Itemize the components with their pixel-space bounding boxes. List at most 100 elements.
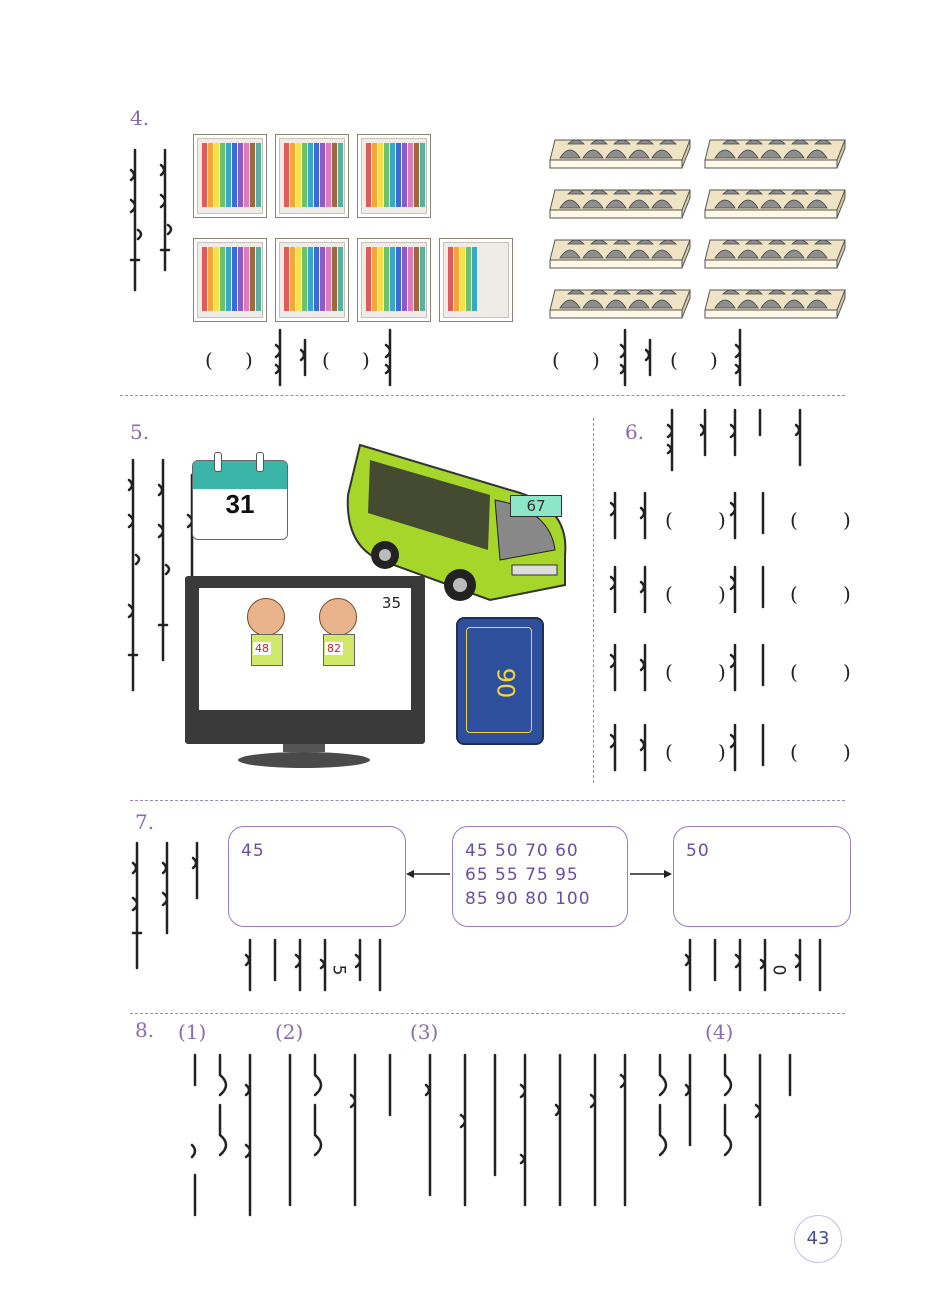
pencil-box	[439, 238, 513, 322]
blank-paren: )	[843, 740, 851, 764]
pencil	[466, 247, 471, 311]
blank-paren: (	[790, 508, 798, 532]
section-5-label: 5.	[130, 420, 150, 444]
arrow-right-icon	[664, 870, 672, 878]
blank-paren: )	[718, 660, 726, 684]
mongolian-text-6	[666, 408, 802, 472]
box-right: 50	[673, 826, 851, 927]
blank-paren: (	[790, 660, 798, 684]
pencil	[320, 143, 325, 207]
blank-paren: (	[665, 740, 673, 764]
pencil	[332, 143, 337, 207]
pencil	[332, 247, 337, 311]
pencil	[290, 143, 295, 207]
pencil	[302, 143, 307, 207]
pencil	[420, 247, 425, 311]
pencil	[372, 143, 377, 207]
pencil	[402, 247, 407, 311]
pencil	[284, 247, 289, 311]
pencil	[244, 247, 249, 311]
tv: 35 48 82	[185, 576, 425, 744]
pencil	[232, 143, 237, 207]
pencil	[384, 247, 389, 311]
sign-plate: 90	[456, 617, 544, 745]
part-3: (3)	[410, 1020, 439, 1044]
blank-paren: )	[718, 582, 726, 606]
pencil-box	[275, 238, 349, 322]
pencil	[414, 247, 419, 311]
pencil	[338, 247, 343, 311]
part-2: (2)	[275, 1020, 304, 1044]
pencil	[208, 247, 213, 311]
blank-paren: )	[718, 508, 726, 532]
pencil	[372, 247, 377, 311]
pencil	[408, 247, 413, 311]
pencil	[408, 143, 413, 207]
calendar-ring-left	[214, 452, 222, 472]
pencil	[226, 247, 231, 311]
pencil	[390, 247, 395, 311]
pencil	[220, 143, 225, 207]
pencil	[284, 143, 289, 207]
blank-paren: )	[843, 508, 851, 532]
section-6-label: 6.	[625, 420, 645, 444]
pencil	[402, 143, 407, 207]
pencil	[290, 247, 295, 311]
arrows	[406, 870, 672, 878]
blank-paren: (	[665, 508, 673, 532]
tv-screen: 35 48 82	[199, 588, 411, 710]
pencil	[390, 143, 395, 207]
mongolian-answer-4a	[274, 328, 392, 387]
pencil	[238, 143, 243, 207]
pencil	[232, 247, 237, 311]
pencil	[302, 247, 307, 311]
runner-b-number: 82	[325, 642, 343, 655]
pencil	[226, 143, 231, 207]
bus-number: 67	[510, 495, 562, 517]
blank-open-4: (	[670, 348, 678, 372]
mongolian-text-5	[127, 458, 171, 692]
pencil	[314, 143, 319, 207]
pencil	[326, 247, 331, 311]
pencil-box	[193, 134, 267, 218]
pencil	[202, 247, 207, 311]
pencil	[460, 247, 465, 311]
blank-paren: )	[843, 582, 851, 606]
pencil-box	[357, 238, 431, 322]
pencil	[314, 247, 319, 311]
page-number: 43	[794, 1215, 842, 1263]
blank-paren: (	[665, 660, 673, 684]
mongolian-text-7-left	[244, 938, 382, 992]
pencil	[378, 247, 383, 311]
pencil	[202, 143, 207, 207]
mongolian-text-7	[131, 841, 199, 970]
pencil	[214, 143, 219, 207]
center-line-1: 45 50 70 60	[465, 841, 579, 861]
blank-paren: (	[790, 582, 798, 606]
calendar-ring-right	[256, 452, 264, 472]
center-line-2: 65 55 75 95	[465, 865, 579, 885]
pencil	[308, 247, 313, 311]
blank-paren: (	[665, 582, 673, 606]
tv-neck	[283, 744, 325, 752]
pencil	[296, 247, 301, 311]
tv-channel: 35	[381, 594, 401, 612]
mongolian-text-4	[129, 148, 173, 292]
mongolian-answer-4b	[619, 328, 742, 387]
part-1: (1)	[178, 1020, 207, 1044]
pencil	[366, 143, 371, 207]
sign-number: 90	[491, 667, 520, 699]
runner-a-number: 48	[253, 642, 271, 655]
blank-paren: )	[718, 740, 726, 764]
part-4: (4)	[705, 1020, 734, 1044]
blank-close-4: )	[710, 348, 718, 372]
mongolian-label-6	[609, 723, 765, 772]
pencil	[250, 247, 255, 311]
section-8-label: 8.	[135, 1018, 155, 1042]
box-center: 45 50 70 60 65 55 75 95 85 90 80 100	[452, 826, 628, 927]
calendar: 31	[192, 460, 288, 540]
pencil	[214, 247, 219, 311]
blank-paren: (	[790, 740, 798, 764]
pencil	[448, 247, 453, 311]
left-digit: 5	[328, 964, 349, 976]
